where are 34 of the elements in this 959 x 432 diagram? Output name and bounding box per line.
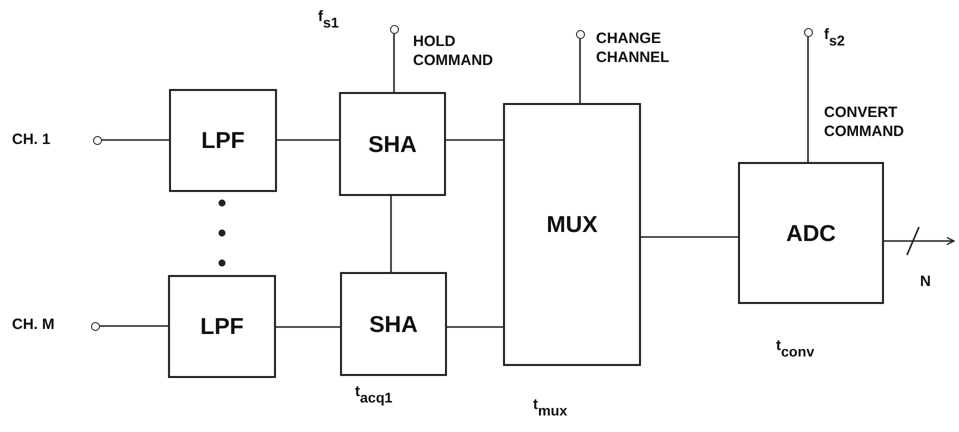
connector-line — [579, 39, 581, 103]
signal-label: CHANGE CHANNEL — [596, 30, 670, 68]
block-box — [339, 92, 446, 196]
block-box — [738, 162, 884, 304]
block-box — [169, 89, 277, 192]
connector-line — [641, 236, 738, 238]
signal-label: CH. M — [12, 316, 54, 335]
connector-line — [447, 326, 503, 328]
connector-line — [102, 139, 169, 141]
block-label: LPF — [201, 129, 245, 152]
connector-line — [393, 34, 395, 92]
block-label: LPF — [200, 315, 244, 338]
signal-label: CH. 1 — [12, 131, 50, 150]
block-label: ADC — [786, 222, 836, 244]
connector-line — [277, 139, 339, 141]
connector-line — [390, 196, 392, 272]
terminal-circle — [93, 136, 102, 145]
signal-label: HOLD COMMAND — [413, 33, 494, 70]
note-label: CONVERT COMMAND — [824, 104, 905, 142]
connector-line — [807, 37, 809, 162]
block-box — [340, 272, 447, 376]
terminal-circle — [576, 30, 585, 39]
block-box — [503, 103, 641, 366]
block-label: MUX — [546, 213, 598, 236]
connector-line — [884, 236, 955, 246]
terminal-circle — [804, 28, 813, 37]
terminal-circle — [91, 322, 100, 331]
block-label: SHA — [369, 312, 418, 336]
block-box — [168, 275, 276, 378]
block-label: SHA — [368, 132, 417, 156]
terminal-circle — [390, 25, 399, 34]
connector-line — [100, 325, 168, 327]
connector-line — [446, 139, 503, 141]
connector-line — [276, 326, 340, 328]
